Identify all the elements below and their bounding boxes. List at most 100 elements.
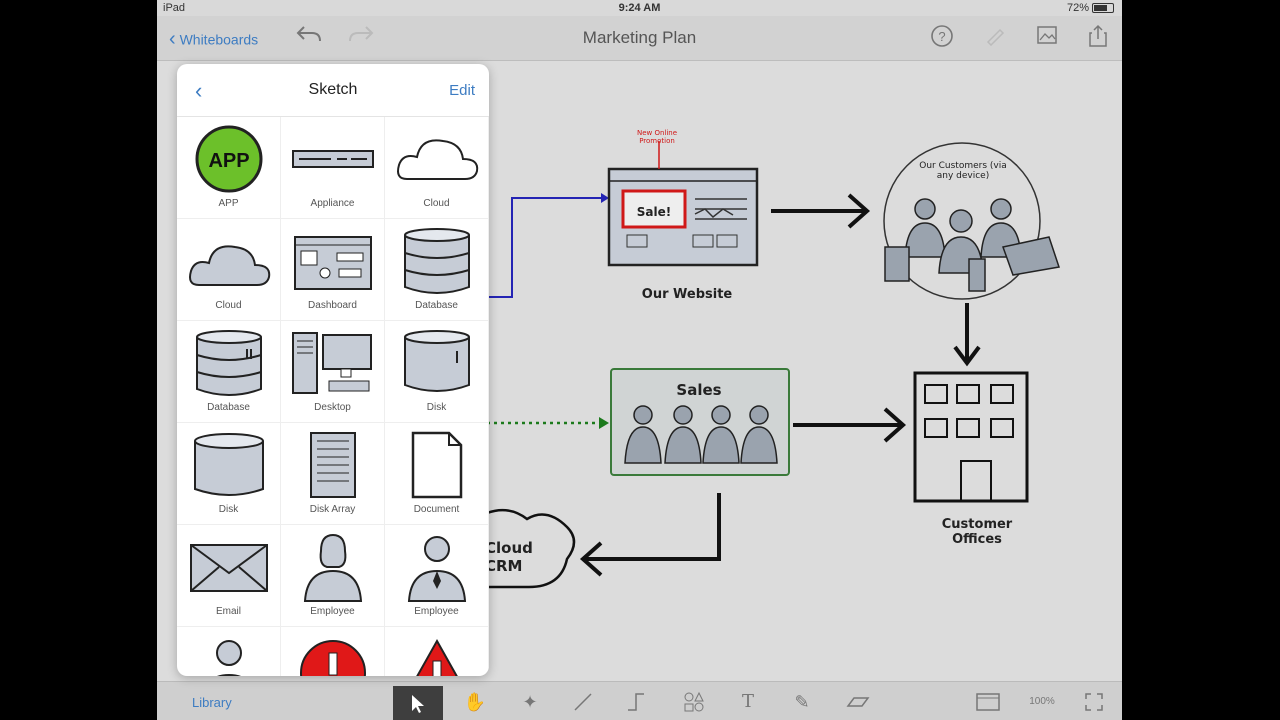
disk-array-icon: [310, 432, 356, 498]
select-tool-icon[interactable]: [393, 686, 443, 720]
cloud-crm-shape: [486, 508, 576, 589]
chevron-left-icon[interactable]: ‹: [195, 78, 203, 103]
blue-connector: [487, 197, 607, 298]
appliance-icon: [292, 150, 374, 168]
magic-wand-icon[interactable]: ✦: [522, 692, 538, 712]
customers-label: Our Customers (via any device): [919, 161, 1007, 181]
website-label: Our Website: [641, 287, 733, 302]
line-tool-icon[interactable]: [566, 686, 600, 718]
shape-item-partial[interactable]: [385, 627, 489, 676]
shape-item-disk[interactable]: Disk: [385, 321, 489, 423]
status-bar: iPad 9:24 AM 72%: [157, 0, 1122, 16]
shape-item-database[interactable]: Database: [385, 219, 489, 321]
shape-item-disk[interactable]: Disk: [177, 423, 281, 525]
shape-label: Database: [207, 402, 250, 413]
sketch-library-panel: ‹ Sketch Edit APP APP Appliance: [177, 64, 489, 676]
sales-label: Sales: [676, 381, 722, 399]
sale-label: Sale!: [636, 205, 672, 219]
undo-icon[interactable]: [295, 24, 323, 52]
pencil-tool-icon[interactable]: ✎: [794, 692, 810, 712]
employee-icon: [303, 533, 363, 602]
shape-label: Disk: [426, 402, 447, 413]
pen-disabled-icon[interactable]: [981, 24, 1009, 52]
panel-title: Sketch: [308, 81, 358, 98]
error-icon: [300, 640, 366, 676]
shape-label: Document: [413, 504, 460, 515]
employee-icon: [407, 536, 467, 602]
battery-icon: [1092, 3, 1114, 14]
redo-icon[interactable]: [347, 24, 375, 52]
crm-label: Cloud CRM: [485, 539, 533, 575]
shape-label: APP: [218, 198, 239, 209]
status-time: 9:24 AM: [618, 2, 661, 14]
image-icon[interactable]: [1033, 24, 1061, 52]
nav-bar: ‹ Whiteboards Marketing Plan ?: [157, 16, 1122, 61]
text-tool-icon[interactable]: T: [741, 691, 754, 712]
chevron-left-icon: ‹: [169, 28, 176, 50]
shape-label: Database: [415, 300, 458, 311]
back-label: Whiteboards: [179, 31, 259, 48]
connector-tool-icon[interactable]: [619, 686, 653, 718]
shape-item-email[interactable]: Email: [177, 525, 281, 627]
shape-label: Cloud: [423, 198, 450, 209]
customers-group: [883, 142, 1060, 300]
device-name: iPad: [163, 2, 186, 14]
shape-item-desktop[interactable]: Desktop: [281, 321, 385, 423]
shape-label: Employee: [310, 606, 355, 617]
shape-item-disk-array[interactable]: Disk Array: [281, 423, 385, 525]
sales-box: [610, 368, 790, 476]
shape-item-dashboard[interactable]: Dashboard: [281, 219, 385, 321]
shape-item-document[interactable]: Document: [385, 423, 489, 525]
battery-percent: 72%: [1066, 2, 1089, 14]
shape-item-appliance[interactable]: Appliance: [281, 117, 385, 219]
shape-label: Dashboard: [308, 300, 357, 311]
page-title: Marketing Plan: [582, 28, 697, 47]
document-icon: [411, 431, 463, 499]
desktop-icon: [292, 332, 372, 394]
ipad-screen: iPad 9:24 AM 72% ‹ Whiteboards Marketing…: [157, 0, 1122, 720]
shape-item-employee[interactable]: Employee: [281, 525, 385, 627]
shape-item-cloud[interactable]: Cloud: [177, 219, 281, 321]
zoom-level-button[interactable]: 100%: [1025, 686, 1059, 718]
background-tool-icon[interactable]: [971, 686, 1005, 718]
email-icon: [190, 544, 268, 592]
shape-label: Desktop: [314, 402, 351, 413]
website-sketch: [607, 141, 759, 267]
app-badge-text: APP: [208, 150, 249, 172]
database-icon: [404, 228, 470, 294]
warning-icon: [416, 638, 458, 676]
shape-label: Disk: [218, 504, 239, 515]
help-icon[interactable]: ?: [928, 24, 956, 52]
disk-icon: [194, 433, 264, 496]
shape-item-app[interactable]: APP APP: [177, 117, 281, 219]
panel-header: ‹ Sketch Edit: [177, 64, 489, 117]
cloud-icon: [397, 139, 479, 180]
battery-indicator: 72%: [1067, 2, 1114, 14]
eraser-tool-icon[interactable]: [841, 686, 875, 718]
library-button[interactable]: Library: [192, 695, 232, 710]
back-button[interactable]: ‹ Whiteboards: [169, 28, 258, 51]
office-building: [913, 371, 1029, 503]
bottom-toolbar: Library ✋ ✦ T ✎ 100%: [157, 681, 1122, 720]
shape-item-database[interactable]: Database: [177, 321, 281, 423]
cloud-icon: [189, 245, 271, 286]
svg-text:?: ?: [938, 29, 945, 44]
database-icon: [196, 330, 262, 396]
app-icon: APP: [195, 125, 263, 193]
shape-item-partial[interactable]: [281, 627, 385, 676]
dashboard-icon: [294, 236, 372, 290]
disk-icon: [404, 330, 470, 392]
employee-icon: [216, 640, 242, 676]
shape-item-cloud[interactable]: Cloud: [385, 117, 489, 219]
fullscreen-icon[interactable]: [1077, 686, 1111, 718]
shape-label: Appliance: [310, 198, 355, 209]
edit-button[interactable]: Edit: [449, 82, 475, 99]
offices-label: Customer Offices: [941, 517, 1013, 547]
promo-note: New Online Promotion: [636, 129, 678, 145]
shapes-tool-icon[interactable]: [677, 686, 711, 718]
shape-item-partial[interactable]: [177, 627, 281, 676]
shape-label: Cloud: [215, 300, 242, 311]
share-icon[interactable]: [1084, 24, 1112, 52]
shape-item-employee[interactable]: Employee: [385, 525, 489, 627]
hand-tool-icon[interactable]: ✋: [463, 692, 487, 712]
